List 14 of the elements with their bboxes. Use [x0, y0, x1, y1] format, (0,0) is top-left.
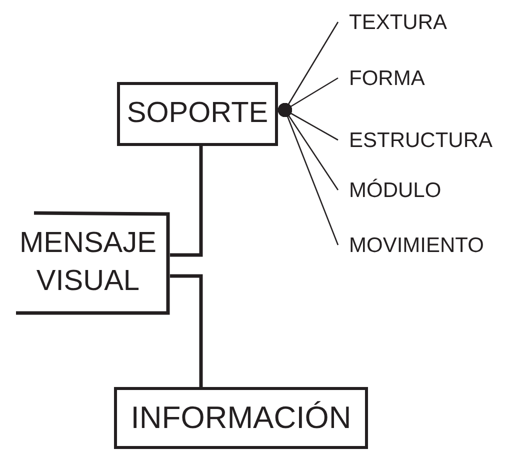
- node-label: MÓDULO: [349, 179, 442, 202]
- node-label: ESTRUCTURA: [349, 129, 493, 152]
- node-label: SOPORTE: [126, 96, 268, 132]
- node-label: TEXTURA: [349, 11, 448, 34]
- connector-line: [170, 274, 203, 387]
- node-label: FORMA: [349, 67, 425, 90]
- connector-line: [170, 146, 203, 257]
- node-label: MENSAJE VISUAL: [18, 226, 158, 299]
- bracket-shape: [16, 211, 170, 315]
- node-label: MOVIMIENTO: [349, 234, 484, 257]
- node-label: INFORMACIÓN: [130, 398, 352, 437]
- concept-box: [114, 387, 368, 449]
- connector-line: [278, 103, 339, 246]
- concept-box: [117, 82, 278, 146]
